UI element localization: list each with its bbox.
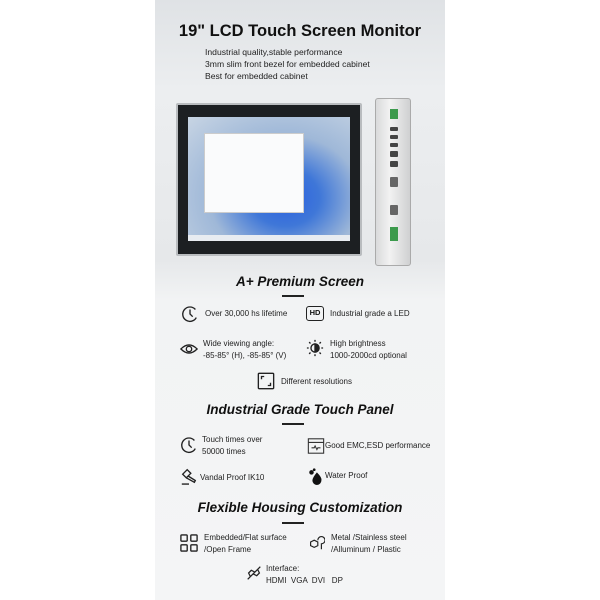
viewing-angle-value: -85-85° (H), -85-85° (V) xyxy=(203,351,287,360)
interface-label: Interface: xyxy=(266,564,300,573)
feature-line: 3mm slim front bezel for embedded cabine… xyxy=(205,59,370,69)
led-text: Industrial grade a LED xyxy=(330,309,410,318)
hammer-icon xyxy=(180,467,198,485)
lifetime-text: Over 30,000 hs lifetime xyxy=(205,309,288,318)
section-heading-housing: Flexible Housing Customization xyxy=(197,500,403,515)
clock-icon xyxy=(180,436,198,454)
brightness-icon xyxy=(306,339,324,357)
feature-line: Best for embedded cabinet xyxy=(205,71,308,81)
waterproof-text: Water Proof xyxy=(325,471,368,480)
emc-text: Good EMC,ESD performance xyxy=(325,441,431,450)
clock-icon xyxy=(181,305,199,323)
divider xyxy=(282,295,304,297)
divider xyxy=(282,522,304,524)
touch-times-label: Touch times over xyxy=(202,435,263,444)
material-value: /Alluminum / Plastic xyxy=(331,545,401,554)
product-panel: 19" LCD Touch Screen Monitor Industrial … xyxy=(155,0,445,600)
material-label: Metal /Stainless steel xyxy=(331,533,407,542)
taskbar xyxy=(188,235,350,241)
embedded-label: Embedded/Flat surface xyxy=(204,533,287,542)
hd-icon: HD xyxy=(306,306,324,321)
interface-value: HDMI VGA DVI DP xyxy=(266,576,343,585)
brightness-label: High brightness xyxy=(330,339,386,348)
touch-times-value: 50000 times xyxy=(202,447,246,456)
brightness-value: 1000-2000cd optional xyxy=(330,351,407,360)
resolutions-text: Different resolutions xyxy=(281,377,352,386)
eye-icon xyxy=(179,340,199,358)
section-heading-touch: Industrial Grade Touch Panel xyxy=(206,402,394,417)
monitor-side-image xyxy=(375,98,411,266)
embedded-value: /Open Frame xyxy=(204,545,252,554)
resolution-icon xyxy=(257,372,275,390)
feature-line: Industrial quality,stable performance xyxy=(205,47,343,57)
material-icon xyxy=(307,533,326,551)
water-drop-icon xyxy=(307,467,325,485)
divider xyxy=(282,423,304,425)
section-heading-premium: A+ Premium Screen xyxy=(236,274,364,289)
vandal-text: Vandal Proof IK10 xyxy=(200,473,265,482)
plug-icon xyxy=(245,564,263,582)
monitor-front-image xyxy=(176,103,362,256)
file-explorer-window xyxy=(204,133,304,213)
emc-icon xyxy=(307,437,325,455)
grid-icon xyxy=(180,534,198,552)
product-title: 19" LCD Touch Screen Monitor xyxy=(178,22,422,40)
viewing-angle-label: Wide viewing angle: xyxy=(203,339,275,348)
